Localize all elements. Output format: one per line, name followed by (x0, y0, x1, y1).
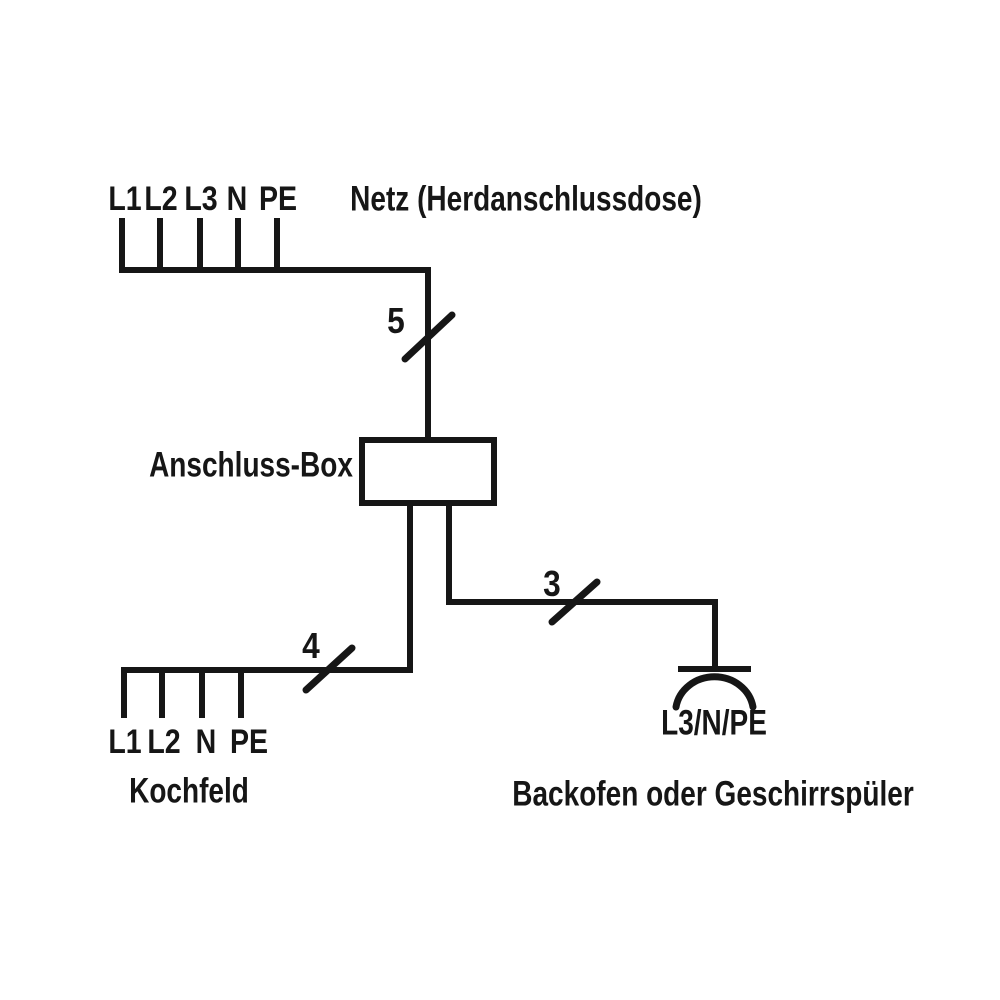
net-terminal-label-l3: L3 (184, 180, 218, 218)
junction-box-label: Anschluss-Box (149, 445, 353, 485)
conductor-count-4: 4 (302, 625, 320, 666)
cooktop-terminal-label-pe: PE (229, 723, 269, 761)
net-terminal-label-l2: L2 (144, 180, 178, 218)
conductor-count-slash-4 (302, 644, 356, 694)
socket-symbol-arc (672, 673, 757, 711)
cooktop-title: Kochfeld (129, 771, 249, 811)
net-terminal-label-n: N (226, 180, 248, 218)
conductor-count-3: 3 (543, 563, 561, 604)
cooktop-terminal-label-n: N (195, 723, 217, 761)
conductor-count-5: 5 (387, 300, 405, 341)
cooktop-terminal-label-l2: L2 (147, 723, 181, 761)
cooktop-terminal-label-l1: L1 (108, 723, 142, 761)
appliance-title: Backofen oder Geschirrspüler (512, 774, 914, 814)
net-terminal-label-pe: PE (258, 180, 298, 218)
conductor-count-slash-5 (401, 311, 456, 363)
socket-wire (446, 503, 718, 668)
junction-box-outline (359, 437, 497, 506)
net-terminal-label-l1: L1 (108, 180, 142, 218)
cooktop-wire-and-bus (121, 503, 413, 718)
net-title: Netz (Herdanschlussdose) (350, 179, 702, 219)
socket-conductor-label: L3/N/PE (661, 703, 767, 743)
conductor-count-slash-3 (548, 578, 601, 626)
